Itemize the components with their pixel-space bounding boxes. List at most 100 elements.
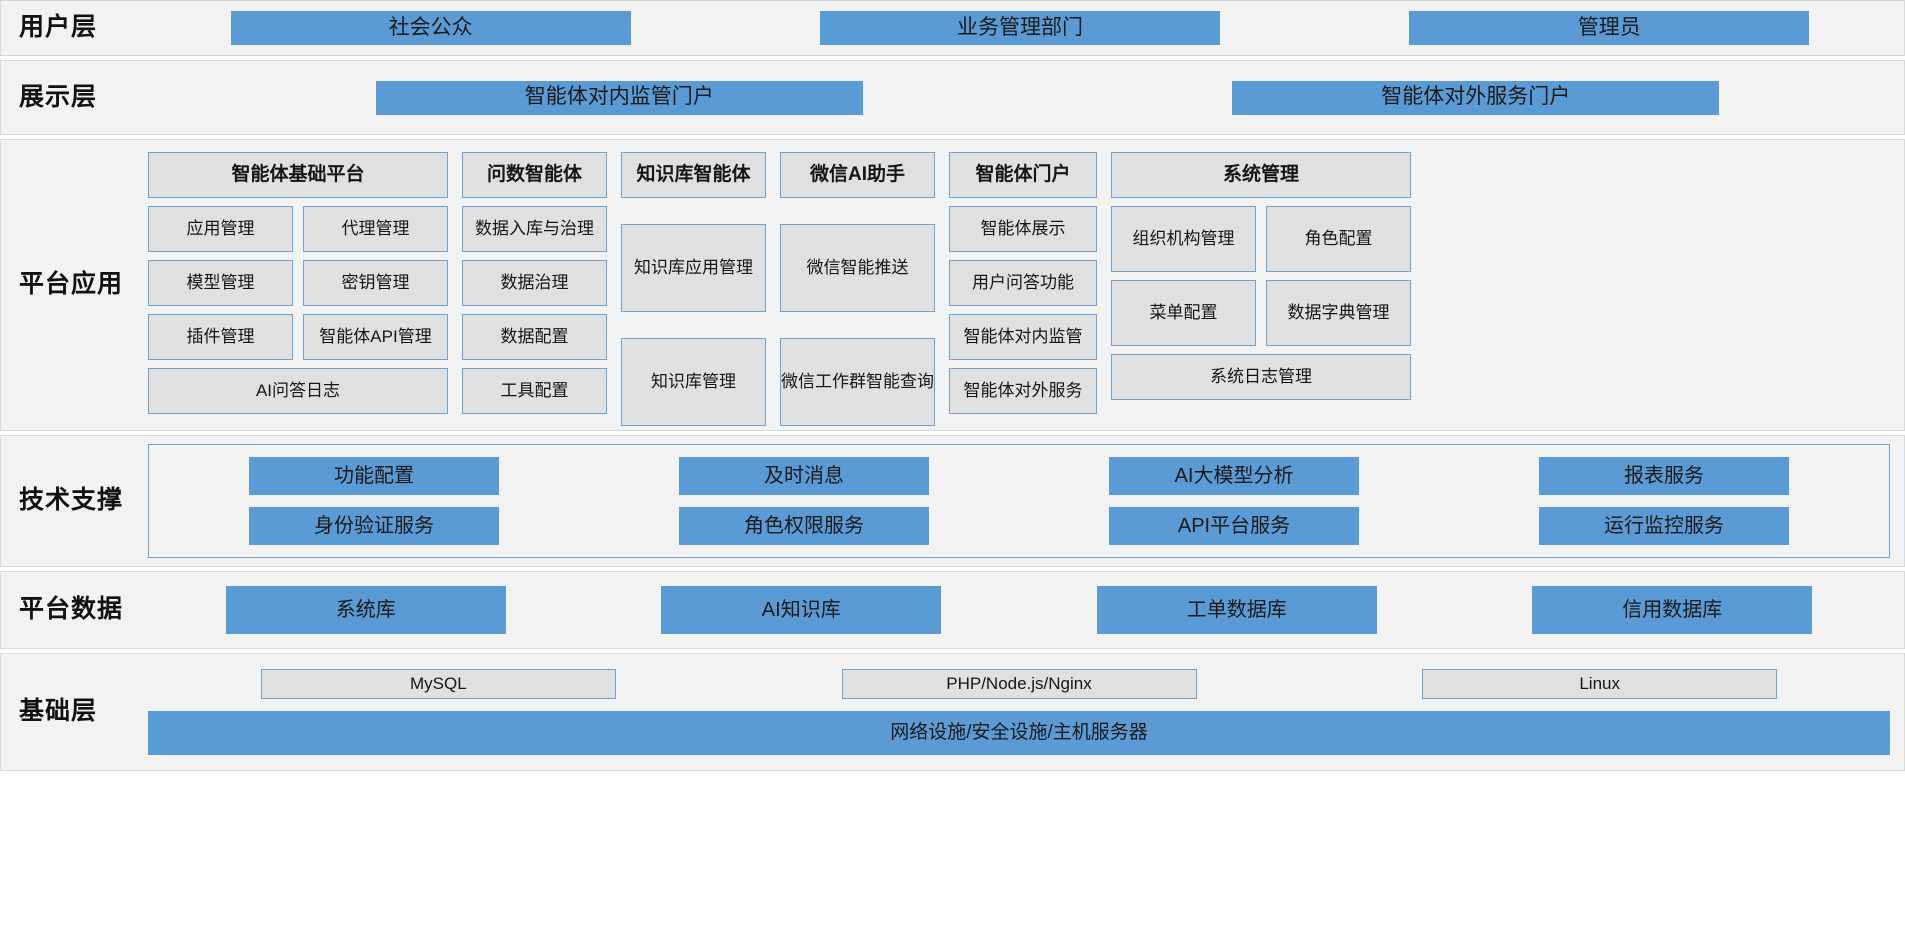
presentation-box-external-portal[interactable]: 智能体对外服务门户	[1232, 80, 1720, 115]
tech-cell: 功能配置	[159, 457, 589, 495]
platform-data-cell: 系统库	[148, 586, 584, 634]
database-work-order[interactable]: 工单数据库	[1096, 586, 1377, 634]
feature-wechat-smart-push[interactable]: 微信智能推送	[780, 224, 935, 312]
foundation-cell: MySQL	[148, 669, 729, 699]
feature-org-structure-management[interactable]: 组织机构管理	[1111, 206, 1256, 272]
module-header-agent-base-platform[interactable]: 智能体基础平台	[148, 152, 448, 198]
layer-body-technical-support: 功能配置 及时消息 AI大模型分析 报表服务 身份验证服务	[136, 436, 1904, 566]
module-row: 模型管理 密钥管理	[148, 260, 448, 306]
layer-label-presentation-line1: 展示层	[19, 82, 98, 111]
module-header-wechat-ai-assistant[interactable]: 微信AI助手	[780, 152, 935, 198]
feature-app-management[interactable]: 应用管理	[148, 206, 293, 252]
layer-body-presentation: 智能体对内监管门户 智能体对外服务门户	[136, 61, 1904, 134]
feature-key-management[interactable]: 密钥管理	[303, 260, 448, 306]
layer-label-user-line1: 用户层	[19, 13, 98, 42]
service-identity-authentication[interactable]: 身份验证服务	[249, 507, 499, 545]
presentation-box-internal-portal[interactable]: 智能体对内监管门户	[375, 80, 863, 115]
feature-data-ingest-governance[interactable]: 数据入库与治理	[462, 206, 607, 252]
user-slot-2: 业务管理部门	[725, 11, 1314, 45]
module-row: 组织机构管理 角色配置	[1111, 206, 1411, 272]
tech-php-node-nginx[interactable]: PHP/Node.js/Nginx	[841, 669, 1197, 699]
feature-model-management[interactable]: 模型管理	[148, 260, 293, 306]
feature-user-qa-function[interactable]: 用户问答功能	[949, 260, 1097, 306]
layer-label-foundation-line1: 基础层	[19, 697, 98, 726]
layer-body-foundation: MySQL PHP/Node.js/Nginx Linux 网络设施/安全设施/…	[136, 654, 1904, 770]
feature-wechat-group-smart-query[interactable]: 微信工作群智能查询	[780, 338, 935, 426]
module-row: 应用管理 代理管理	[148, 206, 448, 252]
tech-cell: 角色权限服务	[589, 507, 1019, 545]
tech-cell: AI大模型分析	[1019, 457, 1449, 495]
database-credit[interactable]: 信用数据库	[1532, 586, 1813, 634]
layer-label-technical-support: 技术 支撑	[1, 436, 136, 566]
technical-support-row-1: 功能配置 及时消息 AI大模型分析 报表服务	[159, 457, 1879, 495]
service-report-service[interactable]: 报表服务	[1539, 457, 1789, 495]
service-function-configuration[interactable]: 功能配置	[249, 457, 499, 495]
database-system[interactable]: 系统库	[225, 586, 506, 634]
module-column-knowledge-base-agent: 知识库智能体 知识库应用管理 知识库管理	[621, 152, 766, 426]
module-row: 菜单配置 数据字典管理	[1111, 280, 1411, 346]
service-instant-messaging[interactable]: 及时消息	[679, 457, 929, 495]
feature-agent-management[interactable]: 代理管理	[303, 206, 448, 252]
module-column-system-management: 系统管理 组织机构管理 角色配置 菜单配置 数据字典管理 系统日志管理	[1111, 152, 1411, 418]
service-runtime-monitoring[interactable]: 运行监控服务	[1539, 507, 1789, 545]
presentation-slot-1: 智能体对内监管门户	[191, 80, 1048, 115]
feature-data-governance[interactable]: 数据治理	[462, 260, 607, 306]
layer-label-platform-data-line1: 平台	[19, 595, 72, 624]
platform-data-cell: 信用数据库	[1455, 586, 1891, 634]
foundation-infra-row: 网络设施/安全设施/主机服务器	[148, 711, 1890, 755]
user-box-admin[interactable]: 管理员	[1409, 11, 1810, 45]
feature-data-dictionary-management[interactable]: 数据字典管理	[1266, 280, 1411, 346]
service-api-platform[interactable]: API平台服务	[1109, 507, 1359, 545]
layer-label-platform-application: 平台 应用	[1, 140, 136, 430]
feature-tool-configuration[interactable]: 工具配置	[462, 368, 607, 414]
feature-kb-management[interactable]: 知识库管理	[621, 338, 766, 426]
database-ai-knowledge[interactable]: AI知识库	[661, 586, 942, 634]
feature-agent-showcase[interactable]: 智能体展示	[949, 206, 1097, 252]
module-header-system-management[interactable]: 系统管理	[1111, 152, 1411, 198]
layer-technical-support: 技术 支撑 功能配置 及时消息 AI大模型分析 报表服务	[0, 435, 1905, 567]
feature-agent-api-management[interactable]: 智能体API管理	[303, 314, 448, 360]
feature-system-log-management[interactable]: 系统日志管理	[1111, 354, 1411, 400]
user-box-public[interactable]: 社会公众	[230, 11, 631, 45]
tech-cell: 运行监控服务	[1449, 507, 1879, 545]
module-column-wechat-ai-assistant: 微信AI助手 微信智能推送 微信工作群智能查询	[780, 152, 935, 426]
technical-support-container: 功能配置 及时消息 AI大模型分析 报表服务 身份验证服务	[148, 444, 1890, 558]
tech-cell: API平台服务	[1019, 507, 1449, 545]
feature-ai-qa-log[interactable]: AI问答日志	[148, 368, 448, 414]
module-header-agent-portal[interactable]: 智能体门户	[949, 152, 1097, 198]
foundation-cell: PHP/Node.js/Nginx	[729, 669, 1310, 699]
service-role-permission[interactable]: 角色权限服务	[679, 507, 929, 545]
layer-label-technical-support-line1: 技术	[19, 486, 72, 515]
platform-data-cell: AI知识库	[584, 586, 1020, 634]
technical-support-row-2: 身份验证服务 角色权限服务 API平台服务 运行监控服务	[159, 507, 1879, 545]
user-box-business-dept[interactable]: 业务管理部门	[819, 11, 1220, 45]
tech-linux[interactable]: Linux	[1422, 669, 1778, 699]
layer-foundation: 基础层 MySQL PHP/Node.js/Nginx Linux 网络设施/安…	[0, 653, 1905, 771]
foundation-tech-row: MySQL PHP/Node.js/Nginx Linux	[148, 669, 1890, 699]
service-ai-large-model-analysis[interactable]: AI大模型分析	[1109, 457, 1359, 495]
platform-data-cell: 工单数据库	[1019, 586, 1455, 634]
tech-mysql[interactable]: MySQL	[260, 669, 616, 699]
layer-label-foundation: 基础层	[1, 654, 136, 770]
layer-body-platform-application: 智能体基础平台 应用管理 代理管理 模型管理 密钥管理 插件管理 智能体API管…	[136, 140, 1904, 430]
module-header-knowledge-base-agent[interactable]: 知识库智能体	[621, 152, 766, 198]
feature-agent-internal-supervision[interactable]: 智能体对内监管	[949, 314, 1097, 360]
user-slot-3: 管理员	[1315, 11, 1904, 45]
feature-plugin-management[interactable]: 插件管理	[148, 314, 293, 360]
feature-menu-configuration[interactable]: 菜单配置	[1111, 280, 1256, 346]
layer-presentation: 展示层 智能体对内监管门户 智能体对外服务门户	[0, 60, 1905, 135]
feature-role-configuration[interactable]: 角色配置	[1266, 206, 1411, 272]
layer-user: 用户层 社会公众 业务管理部门 管理员	[0, 0, 1905, 56]
module-header-data-query-agent[interactable]: 问数智能体	[462, 152, 607, 198]
user-slot-1: 社会公众	[136, 11, 725, 45]
feature-kb-app-management[interactable]: 知识库应用管理	[621, 224, 766, 312]
feature-agent-external-service[interactable]: 智能体对外服务	[949, 368, 1097, 414]
layer-body-user: 社会公众 业务管理部门 管理员	[136, 1, 1904, 55]
tech-cell: 身份验证服务	[159, 507, 589, 545]
layer-label-presentation: 展示层	[1, 61, 136, 134]
layer-platform-application: 平台 应用 智能体基础平台 应用管理 代理管理 模型管理 密钥管理 插件管理 智…	[0, 139, 1905, 431]
feature-data-configuration[interactable]: 数据配置	[462, 314, 607, 360]
infrastructure-network-security-host[interactable]: 网络设施/安全设施/主机服务器	[148, 711, 1890, 755]
layer-label-platform-application-line2: 应用	[71, 270, 124, 299]
